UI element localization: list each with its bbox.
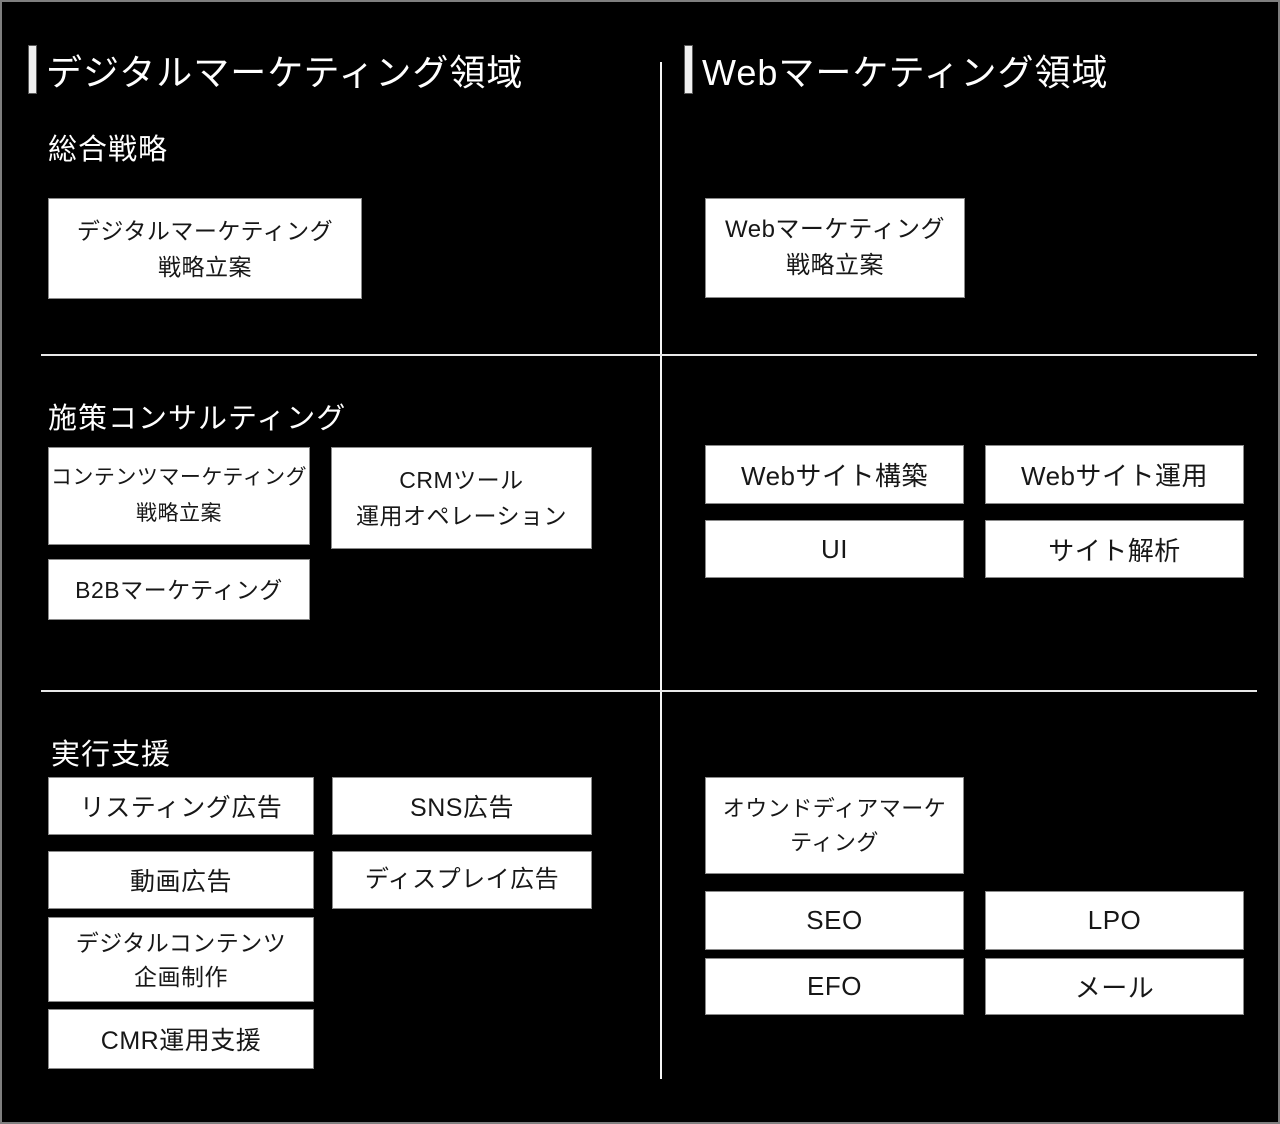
heading-overall-strategy: 総合戦略 <box>48 134 169 166</box>
box-digital-content-production: デジタルコンテンツ 企画制作 <box>48 917 314 1002</box>
box-website-operation: Webサイト運用 <box>985 445 1244 504</box>
box-web-marketing-strategy-planning: Webマーケティング 戦略立案 <box>705 198 965 298</box>
box-b2b-marketing: B2Bマーケティング <box>48 559 310 620</box>
box-crm-tool-operation: CRMツール 運用オペレーション <box>331 447 592 549</box>
box-content-marketing-strategy: コンテンツマーケティング 戦略立案 <box>48 447 310 545</box>
box-digital-marketing-strategy-planning: デジタルマーケティング 戦略立案 <box>48 198 362 299</box>
box-efo: EFO <box>705 958 964 1015</box>
box-lpo: LPO <box>985 891 1244 950</box>
box-website-construction: Webサイト構築 <box>705 445 964 504</box>
box-ui: UI <box>705 520 964 578</box>
box-site-analysis: サイト解析 <box>985 520 1244 578</box>
title-accent-bar-left <box>29 46 36 93</box>
box-seo: SEO <box>705 891 964 950</box>
section-divider-1 <box>41 354 1257 356</box>
section-divider-2 <box>41 690 1257 692</box>
box-cmr-operation-support: CMR運用支援 <box>48 1009 314 1069</box>
box-video-ads: 動画広告 <box>48 851 314 909</box>
box-owned-media-marketing: オウンドディアマーケ ティング <box>705 777 964 874</box>
box-sns-ads: SNS広告 <box>332 777 592 835</box>
title-accent-bar-right <box>685 46 692 93</box>
title-digital-marketing-domain: デジタルマーケティング領域 <box>46 52 524 93</box>
heading-consulting: 施策コンサルティング <box>48 403 347 435</box>
heading-execution-support: 実行支援 <box>51 739 172 771</box>
box-display-ads: ディスプレイ広告 <box>332 851 592 909</box>
title-web-marketing-domain: Webマーケティング領域 <box>702 52 1109 93</box>
box-mail: メール <box>985 958 1244 1015</box>
column-divider-vertical <box>660 62 662 1079</box>
box-listing-ads: リスティング広告 <box>48 777 314 835</box>
